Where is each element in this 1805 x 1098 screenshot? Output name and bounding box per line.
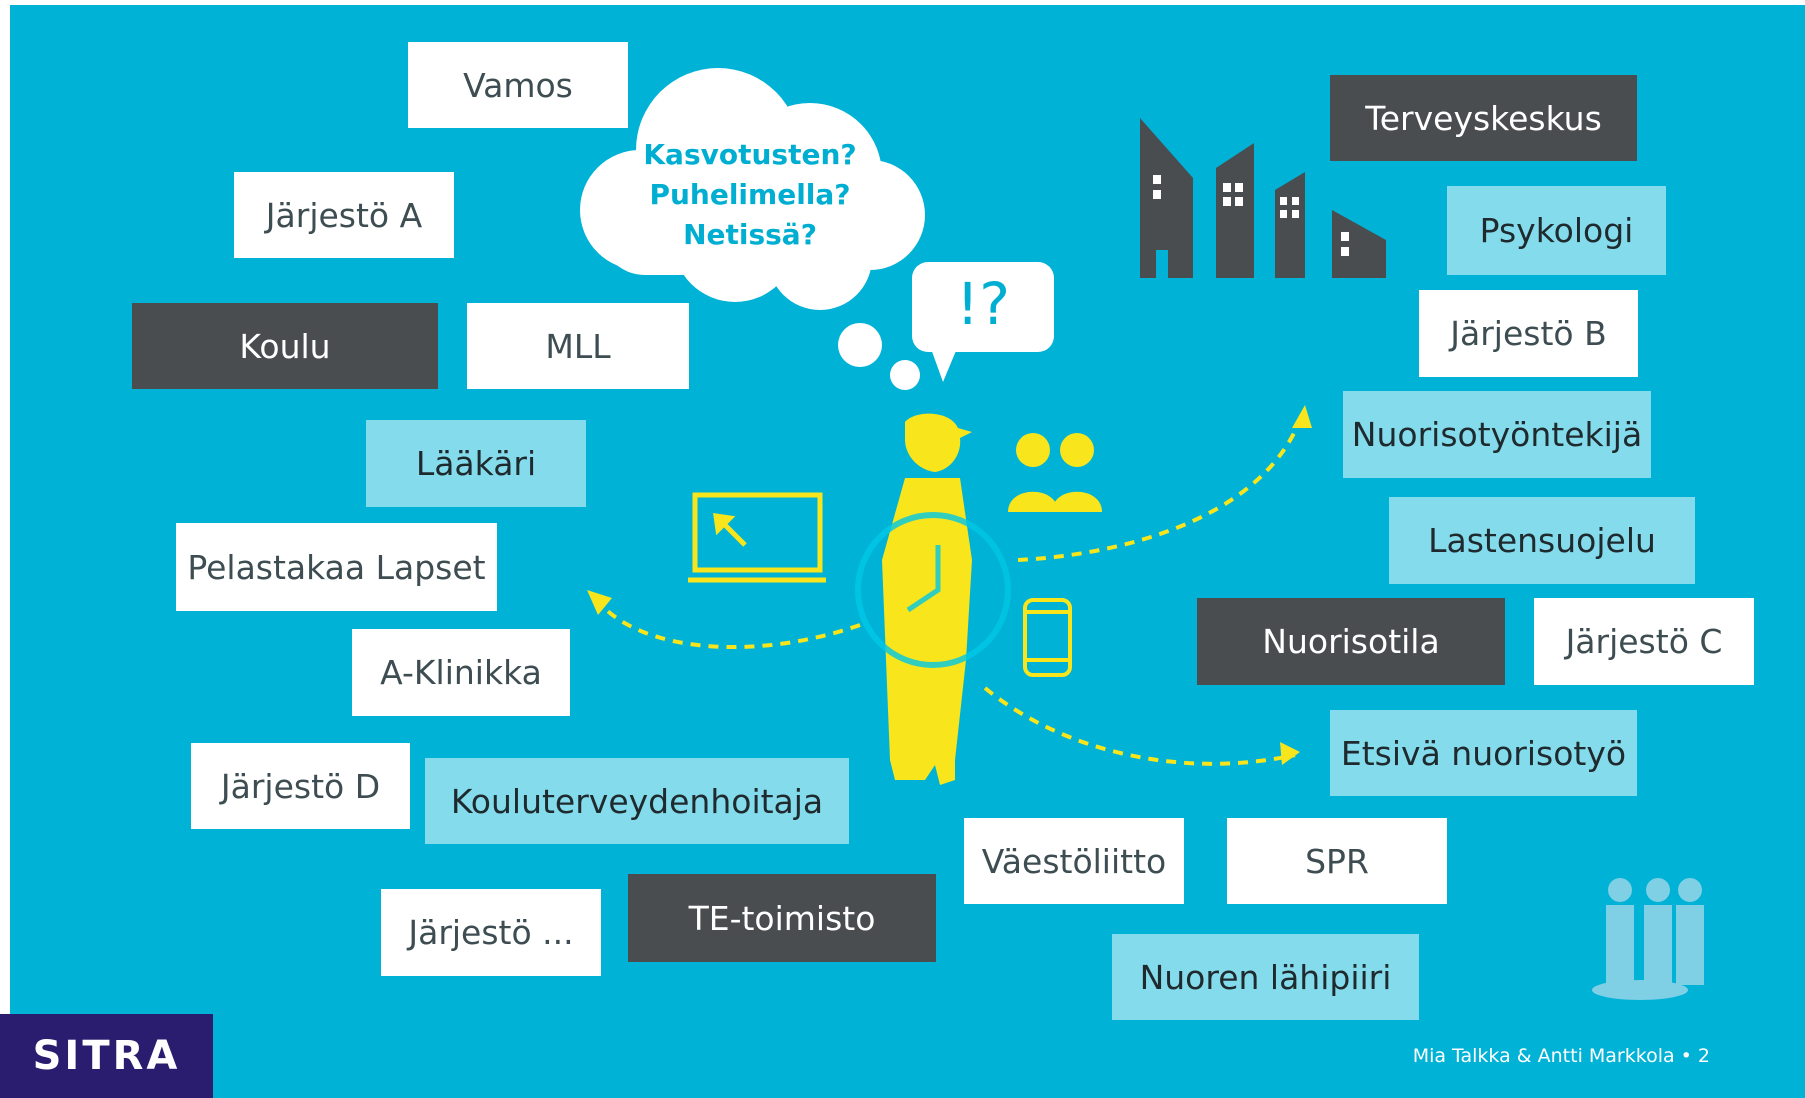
arrow-upper-right xyxy=(1017,419,1302,562)
service-box-vamos: Vamos xyxy=(408,42,628,128)
buildings-icon xyxy=(1140,118,1386,278)
service-box-spr: SPR xyxy=(1227,818,1447,904)
service-box-psykologi: Psykologi xyxy=(1447,186,1666,275)
crescent-icon xyxy=(834,493,858,541)
group-icon xyxy=(1592,878,1704,1000)
thought-cloud-icon xyxy=(580,68,925,390)
service-box-mll: MLL xyxy=(467,303,689,389)
cloud-line-1: Kasvotusten? xyxy=(643,138,857,171)
arrowheads xyxy=(587,405,1312,765)
service-box-pelastakaa-lapset: Pelastakaa Lapset xyxy=(176,523,497,611)
service-box-te-toimisto: TE-toimisto xyxy=(628,874,936,962)
service-box-a-klinikka: A-Klinikka xyxy=(352,629,570,716)
service-box-nuorisotyontekija: Nuorisotyöntekijä xyxy=(1343,391,1651,478)
arrows xyxy=(593,419,1302,766)
clock-icon xyxy=(855,512,1011,668)
cloud-line-3: Netissä? xyxy=(683,218,817,251)
laptop-icon xyxy=(688,492,826,583)
speech-bubble-icon xyxy=(912,262,1054,382)
logo-text: SITRA xyxy=(32,1033,181,1079)
service-box-jarjesto-more: Järjestö ... xyxy=(381,889,601,976)
service-box-jarjesto-b: Järjestö B xyxy=(1419,290,1638,377)
people-pair-icon xyxy=(1008,433,1102,512)
service-box-laakari: Lääkäri xyxy=(366,420,586,507)
service-box-vaestoliitto: Väestöliitto xyxy=(964,818,1184,904)
service-box-jarjesto-c: Järjestö C xyxy=(1534,598,1754,685)
phone-icon xyxy=(1023,598,1072,677)
service-box-etsiva-nuorisotyo: Etsivä nuorisotyö xyxy=(1330,710,1637,796)
service-box-jarjesto-a: Järjestö A xyxy=(234,172,454,258)
speech-bubble-text: !? xyxy=(955,270,1011,338)
thought-cloud-text: Kasvotusten? Puhelimella? Netissä? xyxy=(610,135,890,255)
person-figure xyxy=(882,413,972,785)
service-box-jarjesto-d: Järjestö D xyxy=(191,743,410,829)
service-box-nuoren-lahipiiri: Nuoren lähipiiri xyxy=(1112,934,1419,1020)
service-box-nuorisotila: Nuorisotila xyxy=(1197,598,1505,685)
service-box-terveyskeskus: Terveyskeskus xyxy=(1330,75,1637,161)
cloud-line-2: Puhelimella? xyxy=(649,178,851,211)
service-box-kouluterveydenhoitaja: Kouluterveydenhoitaja xyxy=(425,758,849,844)
arrow-lower-right xyxy=(983,686,1296,766)
service-box-lastensuojelu: Lastensuojelu xyxy=(1389,497,1695,584)
footer-credit: Mia Talkka & Antti Markkola • 2 xyxy=(1412,1045,1710,1067)
arrow-left xyxy=(593,596,861,649)
service-box-koulu: Koulu xyxy=(132,303,438,389)
sitra-logo: SITRA xyxy=(0,1014,213,1098)
